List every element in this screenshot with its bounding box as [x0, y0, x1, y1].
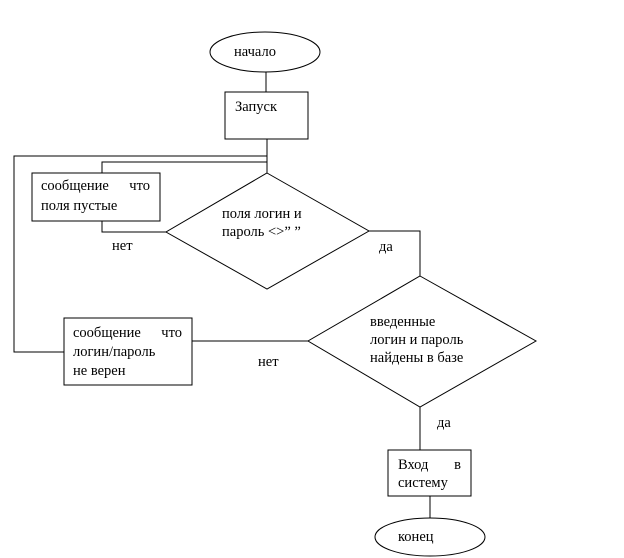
empty-fields-message-line2: поля пустые — [41, 198, 117, 214]
empty-fields-message-line1-word1: сообщение — [41, 178, 109, 194]
db-check-node: введенные логин и пароль найдены в базе — [307, 275, 538, 408]
connectors — [13, 72, 431, 518]
launch-box — [224, 91, 309, 140]
loop-wrong-message-to-top — [13, 155, 267, 353]
empty-fields-message-line1-word2: что — [129, 178, 150, 194]
wrong-credentials-message-node: сообщение что логин/пароль не верен — [63, 317, 193, 386]
connector-check-no-to-empty-message — [101, 221, 166, 233]
empty-check-line1: поля логин и — [222, 206, 302, 222]
db-check-yes-label: да — [437, 415, 451, 431]
empty-fields-message-box — [31, 172, 161, 222]
empty-check-yes-label: да — [379, 239, 393, 255]
end-label: конец — [398, 529, 434, 545]
wrong-credentials-message-box — [63, 317, 193, 386]
launch-node: Запуск — [224, 91, 309, 140]
login-line1-word1: Вход — [398, 457, 429, 473]
loop-empty-message-to-top — [101, 161, 267, 173]
db-check-diamond — [307, 275, 538, 408]
empty-check-line2: пароль <>” ” — [222, 224, 301, 240]
wrong-credentials-message-line1-word2: что — [161, 325, 182, 341]
launch-label: Запуск — [235, 99, 278, 115]
start-ellipse — [209, 31, 321, 73]
db-check-no-label: нет — [258, 354, 279, 370]
connector-check-yes-to-db-check — [369, 230, 421, 276]
db-check-line2: логин и пароль — [370, 332, 464, 348]
wrong-credentials-message-line2: логин/пароль — [73, 344, 156, 360]
empty-check-node: поля логин и пароль <>” ” — [164, 172, 371, 290]
wrong-credentials-message-line3: не верен — [73, 363, 126, 379]
empty-check-no-label: нет — [112, 238, 133, 254]
db-check-line3: найдены в базе — [370, 350, 463, 366]
end-ellipse — [374, 517, 486, 557]
start-label: начало — [234, 44, 276, 60]
end-node: конец — [374, 517, 486, 557]
login-line2: систему — [398, 475, 449, 491]
login-node: Вход в систему — [387, 449, 472, 497]
wrong-credentials-message-line1-word1: сообщение — [73, 325, 141, 341]
start-node: начало — [209, 31, 321, 73]
db-check-line1: введенные — [370, 314, 435, 330]
empty-check-diamond — [164, 172, 371, 290]
empty-fields-message-node: сообщение что поля пустые — [31, 172, 161, 222]
login-box — [387, 449, 472, 497]
login-line1-word2: в — [454, 457, 461, 473]
